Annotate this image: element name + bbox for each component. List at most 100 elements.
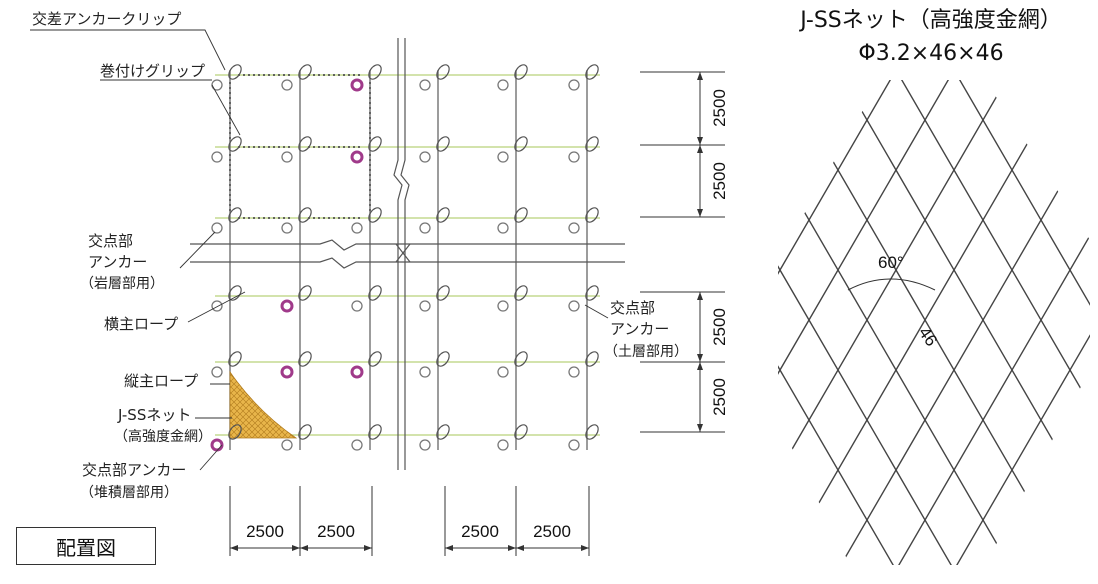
clip-marker [368,285,382,301]
anchor-marker [568,439,580,451]
horizontal-dimension-arrows [230,545,589,551]
anchor-marker [497,366,509,378]
dim-vertical-2: 2500 [710,162,729,200]
mesh-wire [316,70,606,570]
clip-marker [368,207,382,223]
label-node-anchor-soil-3: （土層部用） [604,344,688,360]
net-detail-angle: 60° [878,253,904,272]
anchor-marker [351,439,363,451]
clip-marker [585,424,599,440]
label-node-anchor-soil-2: アンカー [610,320,669,338]
label-horizontal-rope: 横主ロープ [104,315,178,333]
clip-marker [585,285,599,301]
anchor-marker [568,222,580,234]
mesh-wire [779,80,1071,565]
mesh-wire [895,80,1090,565]
anchor-marker [280,299,294,313]
dim-horizontal-4: 2500 [533,522,571,541]
mesh-wire [1011,80,1090,565]
anchor-marker [568,151,580,163]
dim-vertical-4: 2500 [710,378,729,416]
mesh-wire [316,70,606,570]
anchor-marker [350,78,364,92]
anchor-marker [419,222,431,234]
anchor-marker [497,439,509,451]
anchor-marker [280,365,294,379]
anchor-marker [211,222,223,234]
clip-marker [298,136,312,152]
anchor-marker [419,439,431,451]
anchor-marker [211,366,223,378]
mesh-wire [258,70,548,570]
anchor-marker [351,300,363,312]
clip-marker [514,136,528,152]
anchor-marker [419,366,431,378]
dim-horizontal-1: 2500 [246,522,284,541]
jss-net-swatch [229,370,298,439]
anchor-marker [281,79,293,91]
label-node-anchor-debris-1: 交点部アンカー [82,461,186,479]
clip-marker [368,351,382,367]
clip-marker [585,64,599,80]
net-detail-title: J-SSネット（高強度金網） [798,8,1062,33]
dim-horizontal-2: 2500 [317,522,355,541]
clip-marker [298,285,312,301]
mesh-wire [778,80,897,565]
anchor-marker [497,300,509,312]
anchor-marker [281,151,293,163]
clip-marker [436,424,450,440]
label-jss-net-1: J-SSネット [117,406,191,424]
anchor-marker [568,366,580,378]
anchor-marker [497,222,509,234]
anchor-group [210,64,599,452]
anchor-marker [419,300,431,312]
mesh-wire [258,70,548,570]
clip-marker [514,207,528,223]
clip-marker [298,64,312,80]
mesh-wire [142,70,432,570]
horizontal-dimension-lines [229,486,590,556]
label-node-anchor-rock-2: アンカー [88,253,147,271]
vertical-dimension-lines [640,71,725,433]
clip-marker [585,207,599,223]
clip-marker [436,351,450,367]
angle-arc [847,278,936,291]
anchor-marker [211,300,223,312]
clip-marker [228,207,242,223]
dim-horizontal-3: 2500 [461,522,499,541]
legend-layout-plan: 配置図 [16,527,156,565]
clip-marker [368,424,382,440]
clip-marker [514,64,528,80]
mesh-wire [200,70,490,570]
break-line-vertical [393,38,410,470]
label-vertical-rope: 縦主ロープ [124,372,198,390]
anchor-marker [568,300,580,312]
label-wrap-grip: 巻付けグリップ [100,62,205,80]
clip-marker [298,351,312,367]
mesh-wire [1069,80,1090,565]
clip-marker [228,351,242,367]
dim-vertical-1: 2500 [710,89,729,127]
net-detail-spec: Φ3.2×46×46 [858,41,1003,66]
break-line-horizontal [190,239,625,269]
clip-marker [368,64,382,80]
anchor-marker [350,150,364,164]
anchor-marker [351,222,363,234]
anchor-marker [211,151,223,163]
clip-marker [436,285,450,301]
mesh-wire [1069,80,1090,565]
clip-marker [298,424,312,440]
anchor-marker [281,222,293,234]
wrap-grip-hatching [229,74,371,219]
anchor-marker [419,151,431,163]
dim-vertical-3: 2500 [710,308,729,346]
mesh-wire [142,70,432,570]
mesh-wire [778,80,1013,565]
vertical-dimension-arrows [697,72,703,432]
label-node-anchor-rock-1: 交点部 [88,232,133,250]
clip-marker [228,64,242,80]
label-cross-anchor-clip: 交差アンカークリップ [32,10,181,28]
clip-marker [298,207,312,223]
mesh-wire [1011,80,1090,565]
